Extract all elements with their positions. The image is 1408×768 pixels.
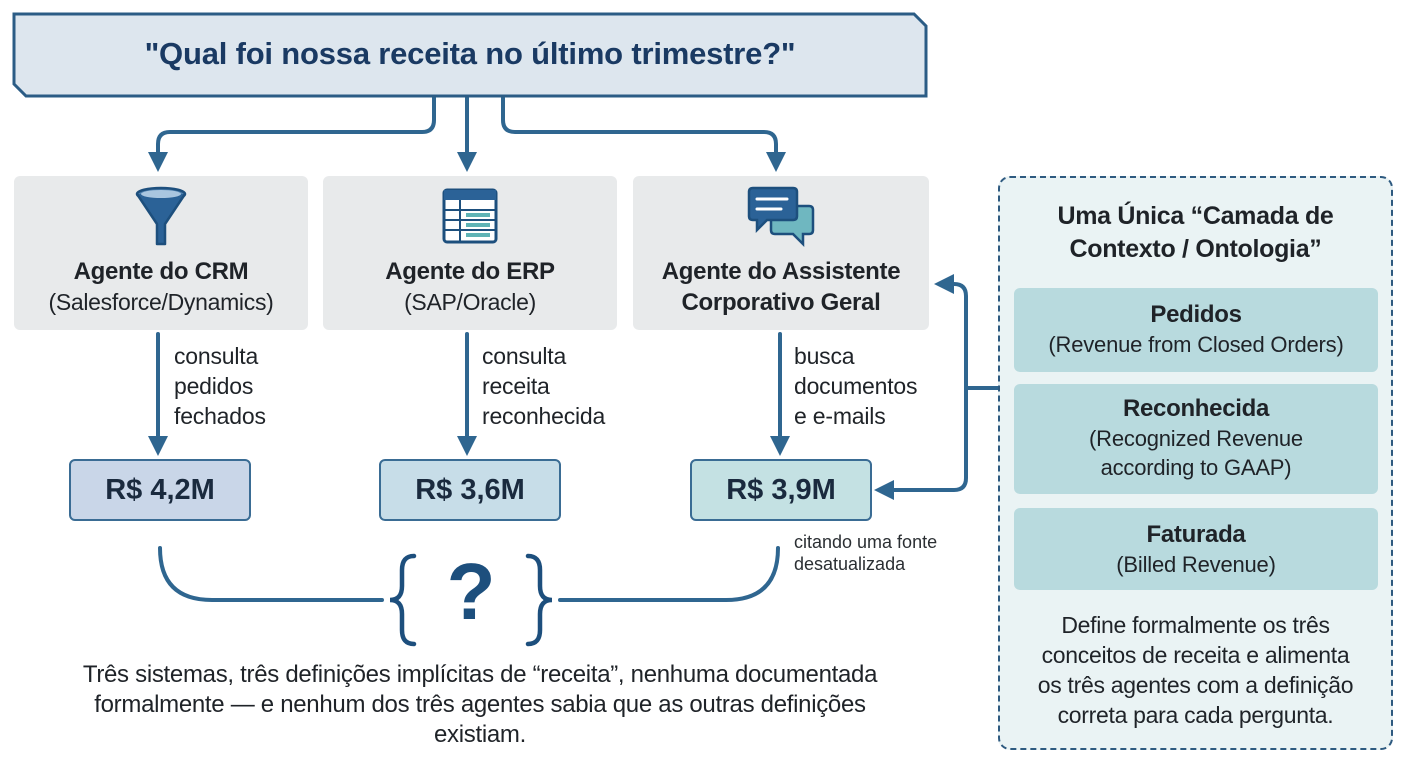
concept-desc: (Recognized Revenue according to GAAP) <box>1089 426 1303 480</box>
agent-card-erp: Agente do ERP (SAP/Oracle) <box>323 176 617 330</box>
question-mark: ? <box>446 547 496 636</box>
ontology-description: Define formalmente os três conceitos de … <box>1037 612 1354 728</box>
value-box-erp: R$ 3,6M <box>379 459 561 521</box>
agent-card-assistant: Agente do Assistente Corporativo Geral <box>633 176 929 330</box>
concept-box-reconhecida: Reconhecida (Recognized Revenue accordin… <box>1014 384 1378 494</box>
concept-desc: (Billed Revenue) <box>1116 552 1276 577</box>
concept-box-pedidos: Pedidos (Revenue from Closed Orders) <box>1014 288 1378 372</box>
funnel-icon <box>135 186 187 246</box>
chat-bubbles-icon <box>747 186 815 248</box>
step-label-erp: consulta receita reconhecida <box>482 343 606 429</box>
concept-name: Faturada <box>1146 521 1246 548</box>
left-brace <box>389 553 417 647</box>
banner-frame <box>12 12 928 98</box>
question-banner: "Qual foi nossa receita no último trimes… <box>12 12 928 98</box>
agent-subtitle-erp: (SAP/Oracle) <box>404 289 536 315</box>
step-label-assistant: busca documentos e e-mails <box>794 343 918 429</box>
stale-source-note: citando uma fonte desatualizada <box>794 532 938 574</box>
ontology-title: Uma Única “Camada de Contexto / Ontologi… <box>1057 202 1334 263</box>
concept-box-faturada: Faturada (Billed Revenue) <box>1014 508 1378 590</box>
bracket-right <box>558 546 780 602</box>
agent-subtitle-crm: (Salesforce/Dynamics) <box>48 289 274 315</box>
arrow-question-to-assistant <box>501 96 786 172</box>
step-label-crm: consulta pedidos fechados <box>174 343 266 429</box>
spreadsheet-icon <box>442 188 498 244</box>
agent-title-erp: Agente do ERP <box>385 258 555 285</box>
agent-card-crm: Agente do CRM (Salesforce/Dynamics) <box>14 176 308 330</box>
ontology-panel: Uma Única “Camada de Contexto / Ontologi… <box>998 176 1393 750</box>
arrow-panel-to-value <box>874 386 968 500</box>
agent-title-assistant: Agente do Assistente <box>661 258 901 285</box>
arrow-question-to-crm <box>148 96 436 172</box>
value-box-assistant: R$ 3,9M <box>690 459 872 521</box>
value-box-crm: R$ 4,2M <box>69 459 251 521</box>
concept-name: Reconhecida <box>1122 395 1270 422</box>
right-brace <box>525 553 553 647</box>
agent-title-crm: Agente do CRM <box>73 258 249 285</box>
arrow-panel-to-assistant <box>934 274 968 390</box>
question-text: "Qual foi nossa receita no último trimes… <box>144 36 796 71</box>
bracket-left <box>158 546 384 602</box>
footer-caption: Três sistemas, três definições implícita… <box>82 661 878 748</box>
concept-desc: (Revenue from Closed Orders) <box>1048 332 1344 357</box>
agent-subtitle-assistant: Corporativo Geral <box>681 289 881 316</box>
concept-name: Pedidos <box>1150 301 1242 328</box>
